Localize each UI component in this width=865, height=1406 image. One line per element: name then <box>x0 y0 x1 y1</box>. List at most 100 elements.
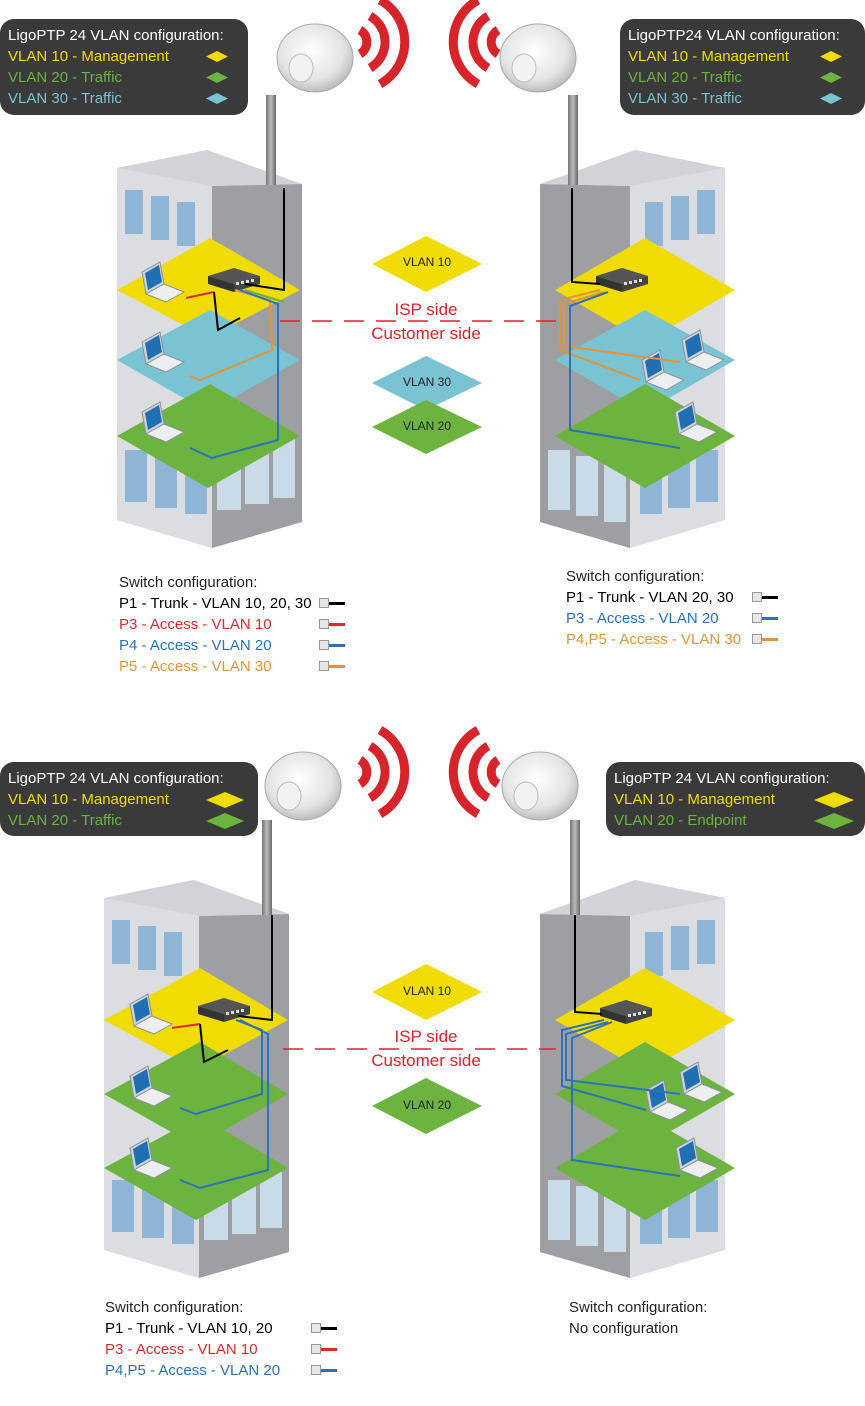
cable-plug-icon <box>319 619 345 630</box>
switch-config-note: No configuration <box>569 1320 679 1337</box>
vlan10-management-row: VLAN 10 - Management <box>8 46 238 67</box>
vlan10-floor <box>117 238 300 338</box>
vlan-diamond-swatch <box>206 93 228 104</box>
signal-waves-icon <box>453 0 498 84</box>
top-vlan30-label: VLAN 30 <box>402 375 452 389</box>
dish-antenna-icon <box>499 23 577 93</box>
cable-plug-icon <box>319 661 345 672</box>
bottom-right-vlan-config-box: LigoPTP 24 VLAN configuration: VLAN 10 -… <box>606 762 865 836</box>
signal-waves-icon <box>360 730 405 814</box>
bottom-right-switch-config: Switch configuration: No configuration <box>569 1297 707 1339</box>
vlan10-management-row: VLAN 10 - Management <box>628 46 855 67</box>
bottom-customer-side-label: Customer side <box>371 1051 481 1070</box>
vlan20-floor <box>104 1116 288 1220</box>
switch-port-row: P1 - Trunk - VLAN 10, 20, 30 <box>119 593 351 614</box>
switch-port-row: P3 - Access - VLAN 10 <box>105 1339 339 1360</box>
cable-plug-icon <box>752 613 778 624</box>
port-label: P4 - Access - VLAN 20 <box>119 637 272 654</box>
config-box-title: LigoPTP 24 VLAN configuration: <box>614 770 830 787</box>
switch-port-row: P4 - Access - VLAN 20 <box>119 635 351 656</box>
signal-waves-icon <box>453 730 498 814</box>
row-label: VLAN 20 - Traffic <box>8 812 122 829</box>
switch-config-title: Switch configuration: <box>119 574 258 591</box>
switch-port-row: P4,P5 - Access - VLAN 30 <box>566 629 778 650</box>
signal-waves-icon <box>360 0 405 84</box>
vlan10-floor <box>104 968 288 1070</box>
vlan-diamond-swatch <box>206 813 244 829</box>
vlan30-diamond <box>372 356 482 410</box>
row-label: VLAN 20 - Traffic <box>628 69 742 86</box>
bottom-left-switch-config: Switch configuration: P1 - Trunk - VLAN … <box>105 1297 339 1381</box>
vlan20-floor <box>117 384 300 488</box>
antenna-mast <box>568 95 578 185</box>
vlan30-floor <box>117 310 300 412</box>
top-left-vlan-config-box: LigoPTP 24 VLAN configuration: VLAN 10 -… <box>0 19 248 115</box>
row-label: VLAN 30 - Traffic <box>628 90 742 107</box>
switch-config-title: Switch configuration: <box>566 568 705 585</box>
vlan30-traffic-row: VLAN 30 - Traffic <box>628 88 855 109</box>
vlan20-traffic-row: VLAN 20 - Traffic <box>8 67 238 88</box>
vlan-diamond-swatch <box>206 51 228 62</box>
dish-antenna-icon <box>501 751 579 821</box>
port-label: P3 - Access - VLAN 10 <box>105 1341 258 1358</box>
top-right-switch-config: Switch configuration: P1 - Trunk - VLAN … <box>566 566 778 650</box>
port-label: P1 - Trunk - VLAN 10, 20 <box>105 1320 273 1337</box>
vlan-diamond-swatch <box>820 93 842 104</box>
top-right-vlan-config-box: LigoPTP24 VLAN configuration: VLAN 10 - … <box>620 19 865 115</box>
vlan10-diamond <box>372 236 482 292</box>
antenna-mast <box>570 820 580 915</box>
bottom-vlan20-label: VLAN 20 <box>402 1098 452 1112</box>
cable-plug-icon <box>319 598 345 609</box>
switch-config-title: Switch configuration: <box>569 1299 708 1316</box>
top-right-building <box>499 23 735 548</box>
vlan10-floor <box>555 968 735 1072</box>
vlan10-management-row: VLAN 10 - Management <box>614 789 855 810</box>
bottom-right-building <box>501 751 735 1278</box>
vlan-diamond-swatch <box>206 72 228 83</box>
row-label: VLAN 30 - Traffic <box>8 90 122 107</box>
switch-port-row: P1 - Trunk - VLAN 20, 30 <box>566 587 778 608</box>
bottom-left-vlan-config-box: LigoPTP 24 VLAN configuration: VLAN 10 -… <box>0 762 258 836</box>
vlan20-endpoint-row: VLAN 20 - Endpoint <box>614 810 855 831</box>
antenna-mast <box>262 820 272 915</box>
cable-plug-icon <box>319 640 345 651</box>
vlan-diamond-swatch <box>206 792 244 808</box>
cable-plug-icon <box>311 1323 337 1334</box>
vlan-diamond-swatch <box>814 792 854 808</box>
bottom-left-building <box>104 751 342 1278</box>
config-box-title: LigoPTP 24 VLAN configuration: <box>8 770 224 787</box>
vlan20-traffic-row: VLAN 20 - Traffic <box>628 67 855 88</box>
row-label: VLAN 10 - Management <box>614 791 775 808</box>
row-label: VLAN 10 - Management <box>8 48 169 65</box>
switch-port-row: P4,P5 - Access - VLAN 20 <box>105 1360 339 1381</box>
bottom-vlan10-label: VLAN 10 <box>402 984 452 998</box>
port-label: P1 - Trunk - VLAN 10, 20, 30 <box>119 595 312 612</box>
cable-plug-icon <box>311 1344 337 1355</box>
top-vlan20-label: VLAN 20 <box>402 419 452 433</box>
cable-plug-icon <box>311 1365 337 1376</box>
top-left-switch-config: Switch configuration: P1 - Trunk - VLAN … <box>119 572 351 677</box>
cable-plug-icon <box>752 634 778 645</box>
switch-port-row: P3 - Access - VLAN 20 <box>566 608 778 629</box>
vlan-diamond-swatch <box>820 72 842 83</box>
top-isp-side-label: ISP side <box>394 300 458 319</box>
vlan-diamond-swatch <box>820 51 842 62</box>
vlan20-diamond <box>372 1078 482 1134</box>
port-label: P4,P5 - Access - VLAN 30 <box>566 631 742 648</box>
vlan10-diamond <box>372 964 482 1020</box>
vlan-diamond-swatch <box>814 813 854 829</box>
row-label: VLAN 20 - Endpoint <box>614 812 747 829</box>
port-label: P3 - Access - VLAN 10 <box>119 616 272 633</box>
bottom-isp-side-label: ISP side <box>394 1027 458 1046</box>
switch-config-title: Switch configuration: <box>105 1299 244 1316</box>
switch-port-row: P3 - Access - VLAN 10 <box>119 614 351 635</box>
top-left-building <box>117 23 354 548</box>
port-label: P3 - Access - VLAN 20 <box>566 610 719 627</box>
port-label: P4,P5 - Access - VLAN 20 <box>105 1362 281 1379</box>
switch-port-row: P1 - Trunk - VLAN 10, 20 <box>105 1318 339 1339</box>
row-label: VLAN 10 - Management <box>8 791 169 808</box>
config-box-title: LigoPTP 24 VLAN configuration: <box>8 27 224 44</box>
dish-antenna-icon <box>276 23 354 93</box>
vlan10-management-row: VLAN 10 - Management <box>8 789 248 810</box>
